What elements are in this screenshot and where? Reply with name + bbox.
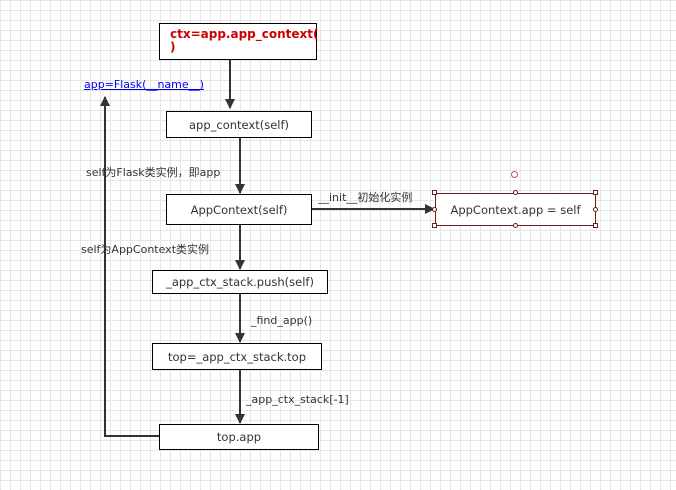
node-top-app-label: top.app xyxy=(216,430,262,444)
node-push[interactable]: _app_ctx_stack.push(self) xyxy=(152,270,328,294)
node-appcontext[interactable]: AppContext(self) xyxy=(166,194,312,225)
resize-handle-bottom-left[interactable] xyxy=(432,223,437,228)
resize-handle-top[interactable] xyxy=(513,190,518,195)
arrow-top-app-to-flask[interactable] xyxy=(100,96,159,437)
resize-handle-right[interactable] xyxy=(593,207,598,212)
node-app-context[interactable]: app_context(self) xyxy=(166,111,312,138)
rotate-handle[interactable] xyxy=(511,171,518,178)
label-find-app: _find_app() xyxy=(251,314,313,327)
label-self-appcontext: self为AppContext类实例 xyxy=(81,243,210,256)
label-stack-index: _app_ctx_stack[-1] xyxy=(246,393,349,406)
node-app-context-label: app_context(self) xyxy=(188,117,290,132)
node-ctx-app-self[interactable]: AppContext.app = self xyxy=(435,193,596,226)
label-self-flask: self为Flask类实例，即app xyxy=(86,166,221,179)
node-top-assign[interactable]: top=_app_ctx_stack.top xyxy=(152,343,322,370)
resize-handle-left[interactable] xyxy=(432,207,437,212)
node-ctx-app-self-label: AppContext.app = self xyxy=(450,202,581,217)
flask-link[interactable]: app=Flask(__name__) xyxy=(84,78,204,91)
resize-handle-top-left[interactable] xyxy=(432,190,437,195)
resize-handle-bottom-right[interactable] xyxy=(593,223,598,228)
node-top-app[interactable]: top.app xyxy=(159,424,319,450)
node-appcontext-label: AppContext(self) xyxy=(190,202,288,217)
node-top-assign-label: top=_app_ctx_stack.top xyxy=(167,349,307,364)
resize-handle-bottom[interactable] xyxy=(513,223,518,228)
node-ctx-label: ctx=app.app_context( ) xyxy=(170,27,319,54)
node-ctx-app-context[interactable]: ctx=app.app_context( ) xyxy=(159,23,319,60)
node-push-label: _app_ctx_stack.push(self) xyxy=(166,275,314,289)
label-init: __init__初始化实例 xyxy=(318,191,413,204)
resize-handle-top-right[interactable] xyxy=(593,190,598,195)
